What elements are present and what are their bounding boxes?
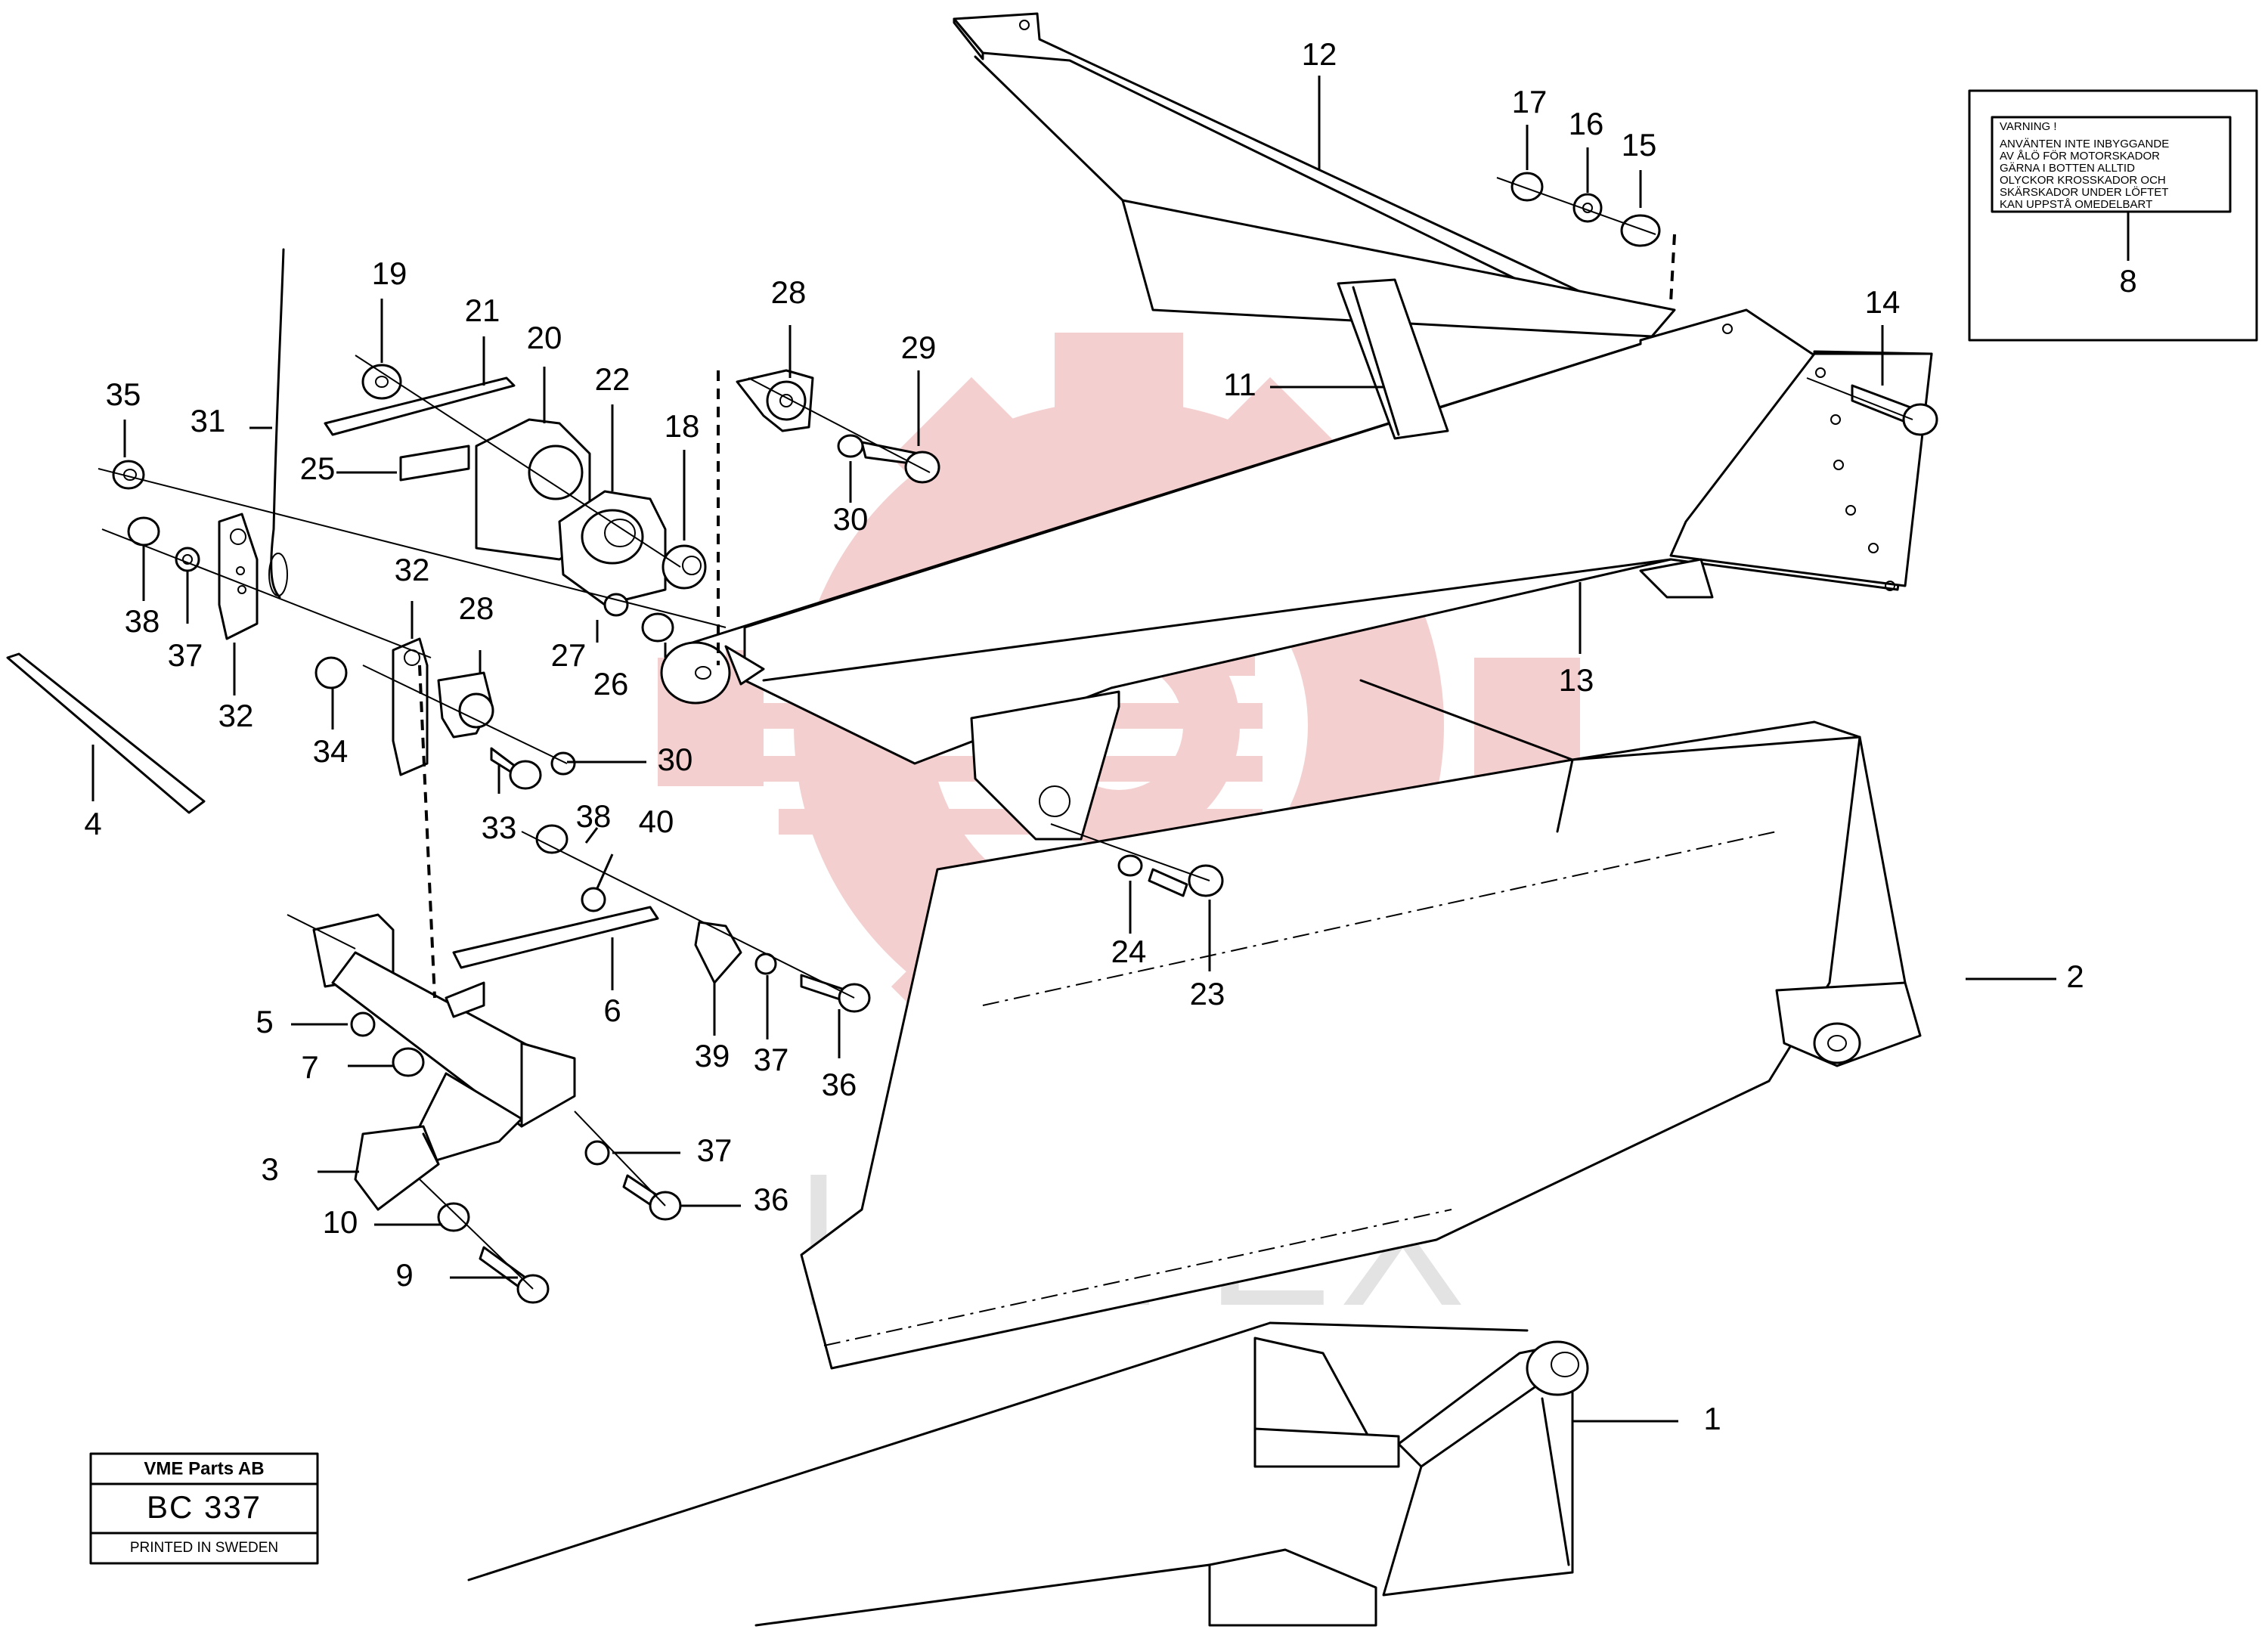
warning-heading: VARNING ! [2000,120,2057,133]
callout-11: 11 [1223,367,1256,402]
callout-13: 13 [1559,662,1594,698]
callout-7: 7 [301,1049,318,1085]
callout-26: 26 [593,666,629,702]
warning-line-5: SKÄRSKADOR UNDER LÖFTET [2000,185,2168,199]
plaque-company: VME Parts AB [144,1458,264,1479]
callout-15: 15 [1622,127,1657,163]
callout-numbers: 1 2 3 4 5 6 7 9 10 11 12 13 14 15 16 17 … [84,36,2084,1436]
part-18-bushing [662,544,707,590]
part-21-strip [324,376,516,436]
part-13-main-arm [660,308,1933,841]
callout-leaders [91,76,2056,1423]
part-22-flange [558,490,667,606]
callout-1: 1 [1703,1401,1721,1436]
warning-line-3: GÄRNA I BOTTEN ALLTID [2000,162,2135,175]
plaque-printed: PRINTED IN SWEDEN [130,1540,278,1556]
callout-37b: 37 [754,1042,789,1077]
callout-14: 14 [1865,284,1901,320]
callout-22: 22 [595,361,631,397]
callout-30b: 30 [658,742,693,777]
callout-34: 34 [313,733,349,769]
callout-20: 20 [527,320,562,355]
callout-27: 27 [551,637,587,673]
callout-31: 31 [191,403,226,438]
part-6-rod [452,906,659,969]
callout-38b: 38 [576,798,612,834]
part-31-cable [268,248,288,599]
callout-3: 3 [261,1151,278,1187]
callout-17: 17 [1512,84,1548,119]
callout-19: 19 [372,256,407,291]
assembly-lines [98,177,1913,1290]
part-19-bushing [361,364,402,400]
callout-29: 29 [901,330,937,365]
parts-plaque: VME Parts AB BC 337 PRINTED IN SWEDEN [89,1452,319,1565]
callout-12: 12 [1302,36,1337,72]
callout-23: 23 [1190,976,1225,1011]
callout-4: 4 [84,806,101,841]
callout-32b: 32 [218,698,254,733]
part-2-lower-beam [800,679,1922,1370]
callout-9: 9 [395,1257,413,1293]
callout-10: 10 [323,1204,358,1240]
warning-label-box: VARNING ! ANVÄNTEN INTE INBYGGANDE AV ÅL… [1968,89,2258,342]
callout-6: 6 [603,993,621,1028]
callout-18: 18 [665,408,700,444]
warning-line-6: KAN UPPSTÅ OMEDELBART [2000,198,2152,211]
callout-28a: 28 [771,274,807,310]
callout-5: 5 [256,1004,273,1039]
part-32-hanger-left [218,513,259,640]
plaque-code: BC 337 [147,1489,262,1525]
callout-40: 40 [639,804,674,839]
callout-33: 33 [482,810,517,845]
callout-30a: 30 [833,501,869,537]
part-4-strip [6,652,206,814]
callout-2: 2 [2066,959,2084,994]
callout-16: 16 [1569,106,1604,141]
callout-36a: 36 [822,1067,857,1102]
warning-line-1: ANVÄNTEN INTE INBYGGANDE [2000,138,2169,150]
warning-line-2: AV ÅLÖ FÖR MOTORSKADOR [2000,149,2160,163]
callout-39: 39 [695,1038,730,1073]
callout-25: 25 [300,451,336,486]
callout-38a: 38 [125,603,160,639]
callout-24: 24 [1111,934,1147,969]
part-1-bottom-frame [467,1321,1589,1627]
callout-32a: 32 [395,552,430,587]
callout-37a: 37 [168,637,203,673]
warning-line-4: OLYCKOR KROSSKADOR OCH [2000,174,2166,187]
callout-37c: 37 [697,1132,733,1168]
callout-21: 21 [465,293,500,328]
part-25-strip [399,444,470,482]
callout-28b: 28 [459,590,494,626]
callout-36b: 36 [754,1182,789,1217]
part-3-bracket [312,913,576,1211]
callout-8: 8 [2119,263,2136,299]
callout-35: 35 [106,376,141,412]
